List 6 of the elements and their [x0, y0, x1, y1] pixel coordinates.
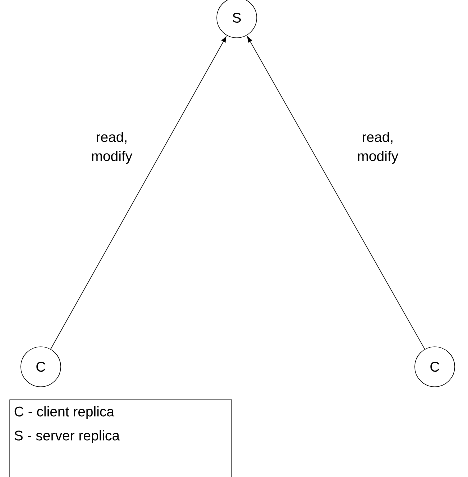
legend-text: C - client replica [14, 406, 115, 420]
edge-label: read, modify [92, 132, 133, 164]
arrow [50, 36, 227, 350]
edge-label: read, modify [358, 132, 399, 164]
arrow [247, 36, 426, 350]
legend-text: S - server replica [14, 430, 120, 444]
